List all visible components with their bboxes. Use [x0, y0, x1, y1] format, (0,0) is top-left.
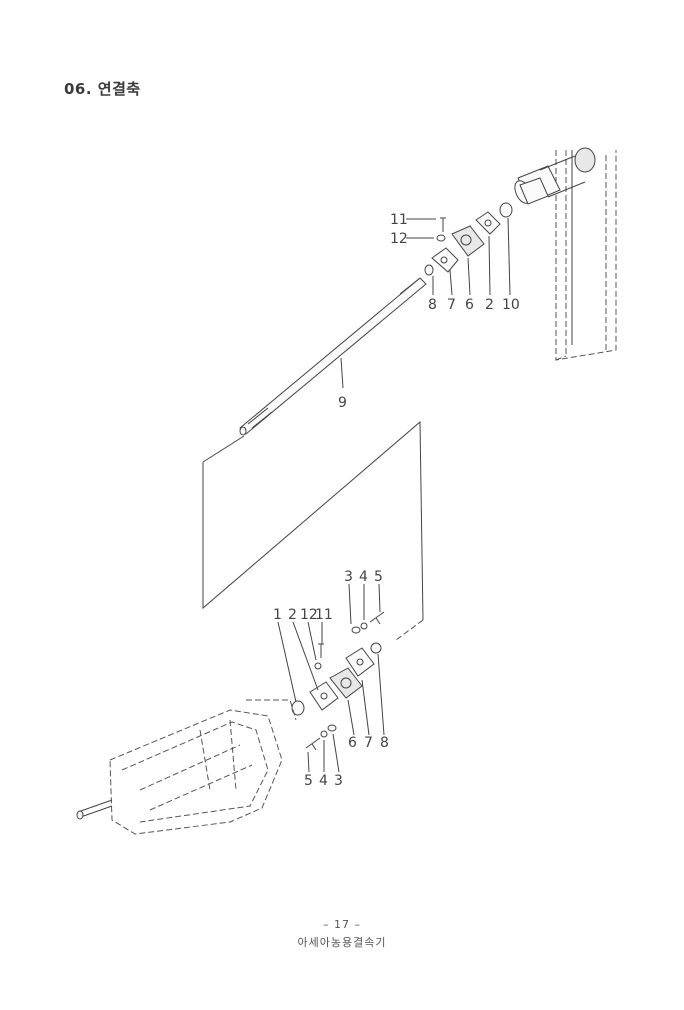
callout-3-bottom-upper: 3	[344, 569, 353, 585]
callout-12-bottom: 12	[300, 607, 318, 623]
callout-11-top: 11	[390, 212, 408, 228]
upper-frame-assembly	[514, 147, 617, 361]
callout-8-bottom: 8	[380, 735, 389, 751]
page-title: 06. 연결축	[64, 80, 141, 98]
callout-10-top: 10	[502, 297, 520, 313]
callout-11-bottom: 11	[315, 607, 333, 623]
callout-3-bottom-lower: 3	[334, 773, 343, 789]
callout-7-top: 7	[447, 297, 456, 313]
footer-text: 아세아농용결속기	[297, 936, 387, 949]
callout-5-bottom-lower: 5	[304, 773, 313, 789]
callout-8-top: 8	[428, 297, 437, 313]
assembly-guide-lines	[202, 420, 424, 641]
callout-6-top: 6	[465, 297, 474, 313]
lower-coupling-parts	[277, 583, 385, 773]
upper-coupling-parts	[406, 202, 513, 296]
callout-5-bottom-upper: 5	[374, 569, 383, 585]
callout-6-bottom: 6	[348, 735, 357, 751]
callout-7-bottom: 7	[364, 735, 373, 751]
callout-2-top: 2	[485, 297, 494, 313]
callout-4-bottom-upper: 4	[359, 569, 368, 585]
lower-gearbox-housing	[76, 699, 297, 835]
callout-2-bottom: 2	[288, 607, 297, 623]
callout-4-bottom-lower: 4	[319, 773, 328, 789]
page-number: – 17 –	[323, 918, 361, 931]
callout-12-top: 12	[390, 231, 408, 247]
main-shaft	[239, 277, 427, 436]
callout-1-bottom: 1	[273, 607, 282, 623]
callout-9-shaft: 9	[338, 395, 347, 411]
